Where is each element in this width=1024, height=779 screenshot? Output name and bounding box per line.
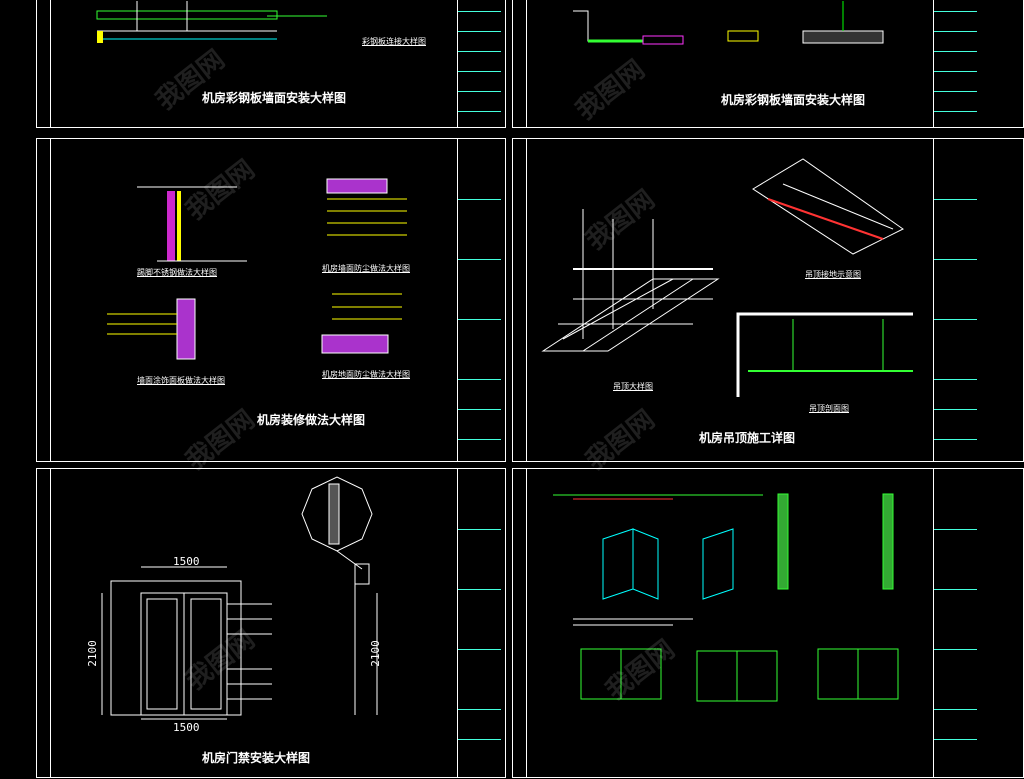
subtitle-ceiling-detail: 吊顶大样图 bbox=[613, 382, 653, 391]
subtitle-wall-paint: 墙面涂饰面板做法大样图 bbox=[137, 376, 225, 385]
left-strip bbox=[37, 0, 51, 127]
sheet-title: 机房彩钢板墙面安装大样图 bbox=[202, 91, 347, 105]
subtitle: 彩钢板连接大样图 bbox=[362, 37, 426, 46]
dim-height-right: 2100 bbox=[368, 640, 382, 667]
left-strip bbox=[513, 469, 527, 777]
sheet-bottom-right bbox=[512, 468, 1024, 778]
left-strip bbox=[513, 139, 527, 461]
sheet-mid-left: 踢脚不锈钢做法大样图 机房墙面防尘做法大样图 墙面涂饰面板做法大样图 机房地面防… bbox=[36, 138, 506, 462]
title-block bbox=[933, 0, 977, 127]
title-block bbox=[933, 469, 977, 777]
dim-height-left: 2100 bbox=[85, 640, 99, 667]
dim-width-bottom: 1500 bbox=[173, 721, 200, 734]
subtitle-ceiling-section: 吊顶剖面图 bbox=[809, 404, 849, 413]
sheet-mid-right: 吊顶大样图 吊顶接地示意图 吊顶剖面图 机房吊顶施工详图 bbox=[512, 138, 1024, 462]
left-strip bbox=[513, 0, 527, 127]
title-block bbox=[933, 139, 977, 461]
left-strip bbox=[37, 469, 51, 777]
sheet-title: 机房彩钢板墙面安装大样图 bbox=[721, 93, 866, 107]
sheet-title: 机房门禁安装大样图 bbox=[202, 751, 311, 765]
left-strip bbox=[37, 139, 51, 461]
drawing-ceiling bbox=[541, 158, 913, 397]
drawing-door-install bbox=[553, 493, 899, 702]
subtitle-floor-dust: 机房地面防尘做法大样图 bbox=[322, 370, 410, 379]
title-block bbox=[457, 469, 501, 777]
sheet-title: 机房装修做法大样图 bbox=[257, 413, 366, 427]
sheet-top-right: 机房彩钢板墙面安装大样图 bbox=[512, 0, 1024, 128]
drawing-wall-panel bbox=[96, 1, 327, 43]
sheet-top-left: 彩钢板连接大样图 机房彩钢板墙面安装大样图 bbox=[36, 0, 506, 128]
drawing-finish-details bbox=[107, 178, 407, 360]
title-block bbox=[457, 139, 501, 461]
drawing-wall-section bbox=[573, 1, 884, 45]
sheet-bottom-left: 1500 1500 2100 2100 机房门禁安装大样图 bbox=[36, 468, 506, 778]
subtitle-ceiling-grounding: 吊顶接地示意图 bbox=[805, 270, 861, 279]
drawing-door-access bbox=[101, 476, 378, 720]
subtitle-skirting: 踢脚不锈钢做法大样图 bbox=[137, 268, 217, 277]
dim-width-top: 1500 bbox=[173, 555, 200, 568]
subtitle-dust-wall: 机房墙面防尘做法大样图 bbox=[322, 264, 410, 273]
sheet-title: 机房吊顶施工详图 bbox=[699, 431, 796, 445]
title-block bbox=[457, 0, 501, 127]
